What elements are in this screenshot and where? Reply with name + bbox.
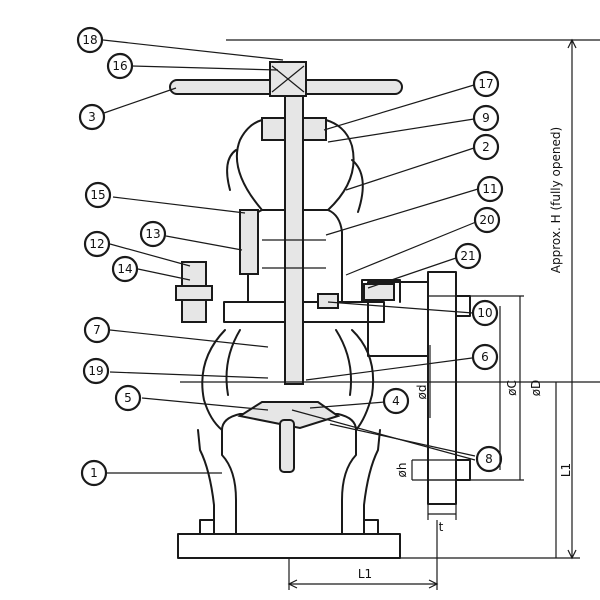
dim-l1-bottom-label: L1: [358, 567, 372, 581]
svg-text:20: 20: [479, 213, 494, 227]
callout-9: 9: [472, 104, 500, 132]
svg-text:18: 18: [82, 33, 97, 47]
svg-text:13: 13: [145, 227, 160, 241]
callout-1: 1: [80, 459, 108, 487]
dim-height-label: Approx. H (fully opened): [549, 127, 563, 273]
svg-text:7: 7: [93, 323, 101, 337]
body-bulb-right: [351, 329, 375, 431]
callout-10: 10: [471, 299, 499, 327]
callout-18: 18: [76, 26, 104, 54]
svg-text:1: 1: [90, 466, 98, 480]
bonnet-nut: [317, 293, 339, 309]
svg-text:16: 16: [112, 59, 127, 73]
svg-text:11: 11: [482, 182, 497, 196]
valve-disc: [237, 401, 341, 430]
svg-text:3: 3: [88, 110, 96, 124]
callout-6: 6: [471, 343, 499, 371]
callout-7: 7: [83, 316, 111, 344]
svg-text:6: 6: [481, 350, 489, 364]
callout-4: 4: [382, 387, 410, 415]
yoke-right: [325, 119, 355, 211]
callout-20: 20: [473, 206, 501, 234]
callout-2: 2: [472, 133, 500, 161]
dim-phi-d-small-label: ød: [415, 385, 429, 400]
svg-text:4: 4: [392, 394, 400, 408]
callout-11: 11: [476, 175, 504, 203]
callout-12: 12: [83, 230, 111, 258]
dim-phi-d-label: øD: [529, 380, 543, 397]
svg-text:10: 10: [477, 306, 492, 320]
callout-14: 14: [111, 255, 139, 283]
callout-8: 8: [475, 445, 503, 473]
dimension-labels: Approx. H (fully opened) L1 øD øC ød øh …: [358, 127, 573, 581]
dim-t-label: t: [439, 520, 444, 534]
callout-13: 13: [139, 220, 167, 248]
callout-group: 18 16 3 17 9 2 15 13 11 20 12 14 21 10 7…: [76, 26, 504, 487]
svg-text:15: 15: [90, 188, 105, 202]
callout-5: 5: [114, 384, 142, 412]
valve-stem: [284, 67, 304, 385]
callout-17: 17: [472, 70, 500, 98]
callout-19: 19: [82, 357, 110, 385]
callout-21: 21: [454, 242, 482, 270]
bottom-flange: [177, 533, 401, 559]
dim-phi-h-label: øh: [395, 463, 409, 478]
gland-stud: [239, 209, 259, 275]
disc-post: [279, 419, 295, 473]
svg-text:14: 14: [117, 262, 132, 276]
svg-text:17: 17: [478, 77, 493, 91]
valve-body: [169, 39, 600, 559]
callout-3: 3: [78, 103, 106, 131]
side-flange: [427, 271, 457, 505]
dim-l1-side-label: L1: [559, 463, 573, 477]
body-bulb-left: [201, 329, 226, 431]
gasket: [363, 283, 395, 301]
yoke-left: [235, 119, 263, 211]
svg-text:19: 19: [88, 364, 103, 378]
dim-phi-c-label: øC: [505, 380, 519, 396]
svg-text:8: 8: [485, 452, 493, 466]
svg-text:9: 9: [482, 111, 490, 125]
dimension-lines: [287, 38, 580, 590]
svg-text:5: 5: [124, 391, 132, 405]
svg-text:21: 21: [460, 249, 475, 263]
callout-15: 15: [84, 181, 112, 209]
svg-text:2: 2: [482, 140, 490, 154]
leader-lines: [102, 39, 479, 474]
svg-text:12: 12: [89, 237, 104, 251]
callout-16: 16: [106, 52, 134, 80]
